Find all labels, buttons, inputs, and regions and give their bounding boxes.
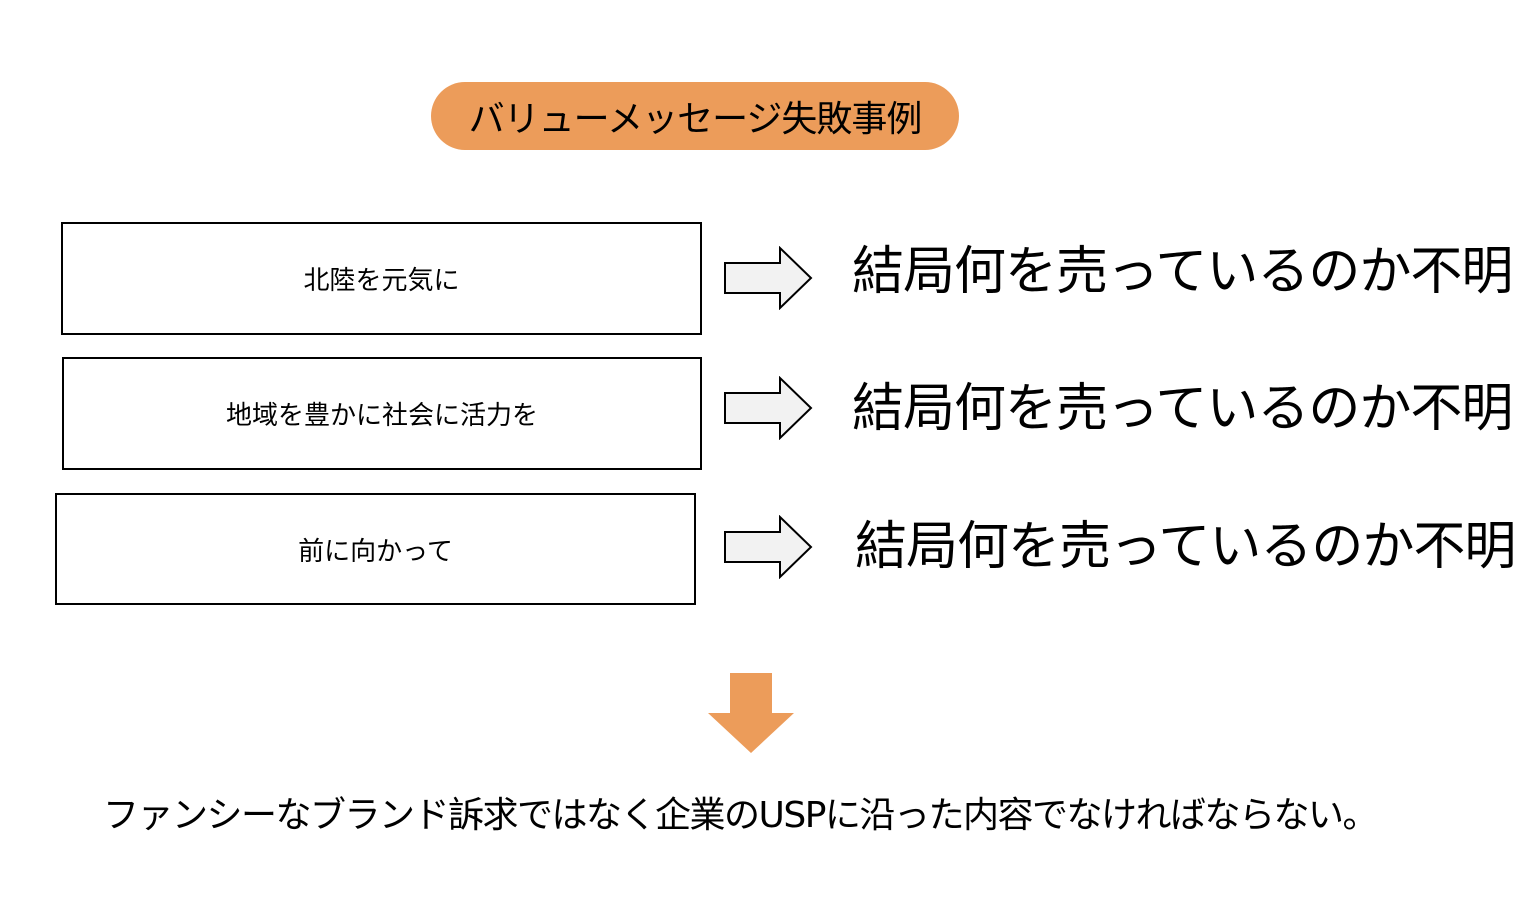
message-text: 前に向かって bbox=[298, 536, 453, 567]
message-text: 地域を豊かに社会に活力を bbox=[225, 401, 538, 431]
message-box-3: 前に向かって bbox=[55, 493, 696, 605]
message-text: 北陸を元気に bbox=[303, 266, 460, 296]
down-arrow-icon bbox=[708, 673, 794, 753]
message-box-2: 地域を豊かに社会に活力を bbox=[62, 357, 702, 470]
verdict-text-2: 結局何を売っているのか不明 bbox=[852, 379, 1513, 439]
verdict-text-3: 結局何を売っているのか不明 bbox=[855, 517, 1516, 577]
right-block-arrow-icon bbox=[724, 515, 813, 579]
title-text: バリューメッセージ失敗事例 bbox=[468, 99, 923, 140]
verdict-text-1: 結局何を売っているのか不明 bbox=[852, 242, 1513, 302]
right-block-arrow-icon bbox=[724, 376, 813, 440]
message-box-1: 北陸を元気に bbox=[61, 222, 702, 335]
right-block-arrow-icon bbox=[724, 246, 813, 310]
title-badge: バリューメッセージ失敗事例 bbox=[431, 82, 959, 150]
conclusion-text: ファンシーなブランド訴求ではなく企業のUSPに沿った内容でなければならない。 bbox=[103, 795, 1378, 836]
